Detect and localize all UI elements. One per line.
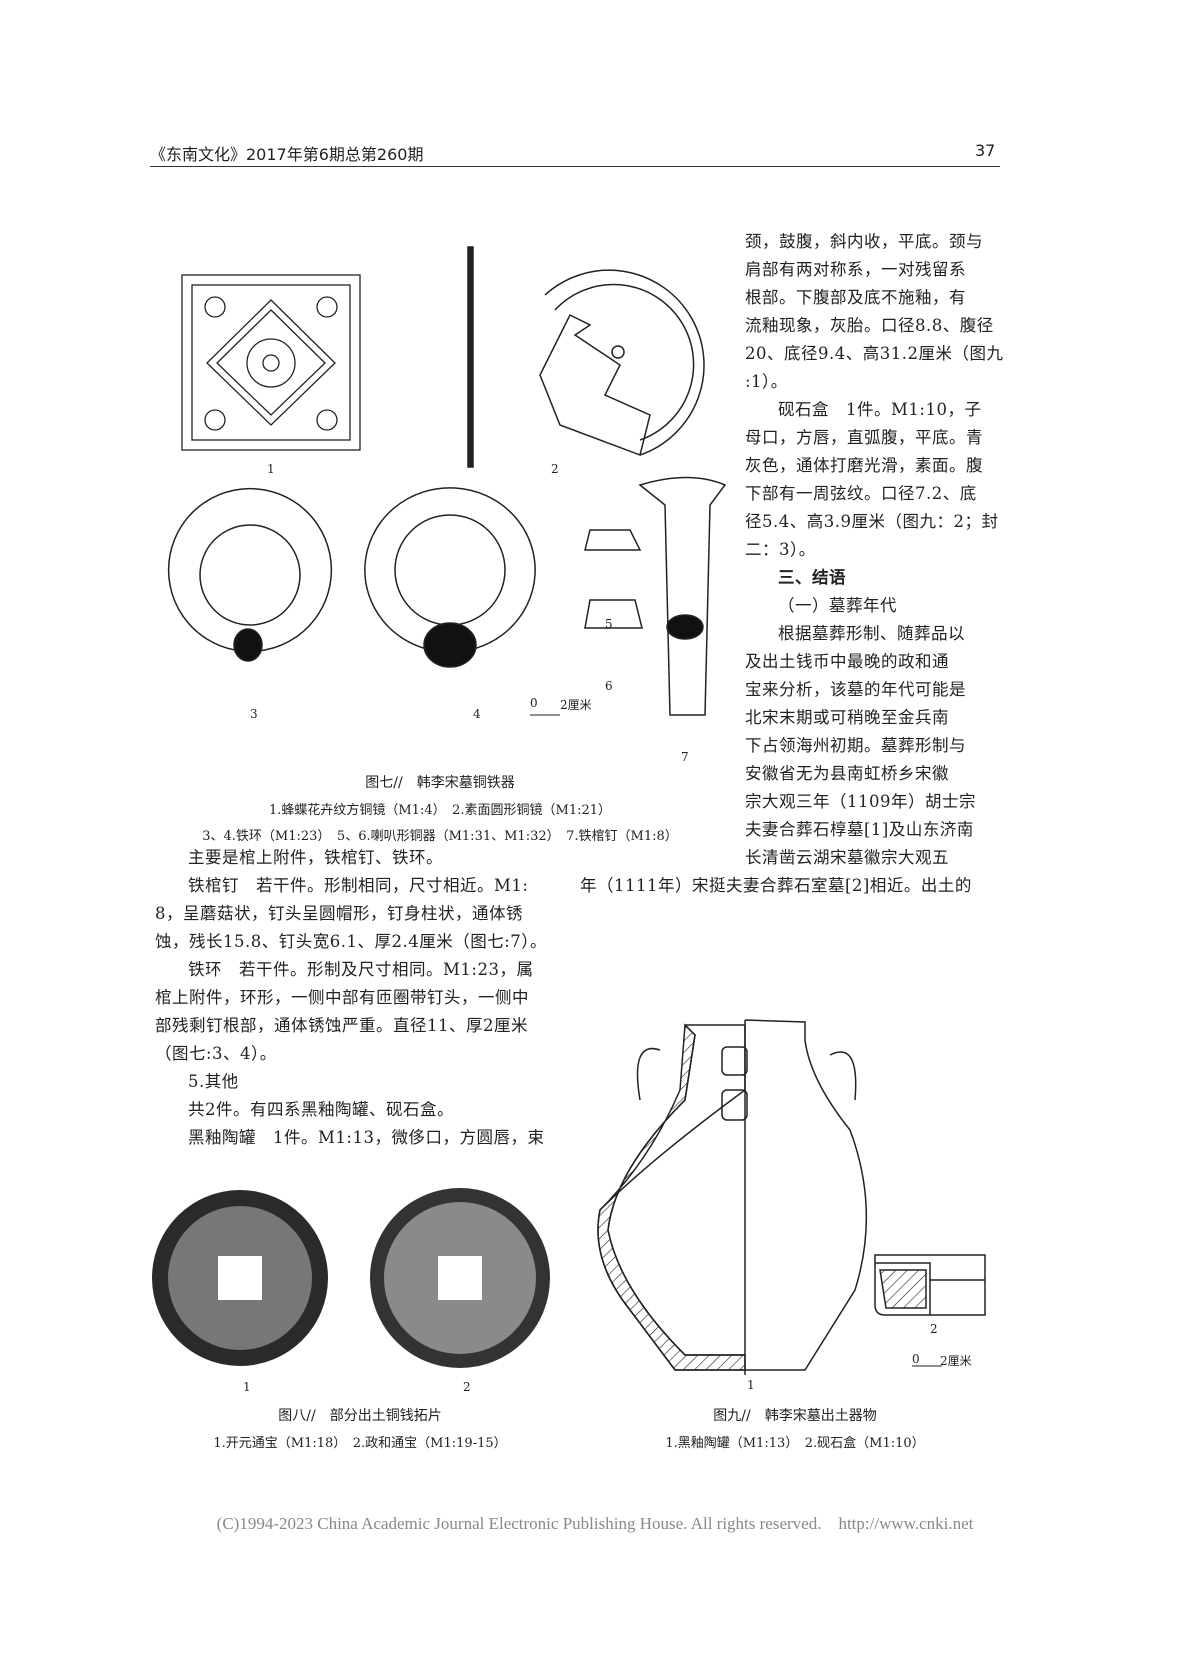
page-number: 37	[975, 141, 996, 160]
header-rule	[150, 166, 1000, 167]
wide-text-line: 年（1111年）宋挺夫妻合葬石室墓[2]相近。出土的	[580, 876, 972, 895]
text-line: 主要是棺上附件，铁棺钉、铁环。	[188, 848, 443, 867]
fig8-label-1: 1	[243, 1380, 251, 1394]
fig8-label-2: 2	[463, 1380, 471, 1394]
text-line: 棺上附件，环形，一侧中部有匝圈带钉头，一侧中	[155, 988, 529, 1007]
coin-zhenghe	[370, 1188, 550, 1368]
fig9-caption-line1: 1.黑釉陶罐（M1:13） 2.砚石盒（M1:10）	[665, 1436, 925, 1451]
text-line: 肩部有两对称系，一对残留系	[745, 260, 966, 279]
fig8-title: 图八// 部分出土铜钱拓片	[278, 1408, 442, 1424]
fig7-drawings	[167, 246, 727, 716]
text-line: 铁棺钉 若干件。形制相同，尺寸相近。M1:	[188, 876, 529, 895]
text-line: 根据墓葬形制、随葬品以	[778, 624, 965, 643]
jar-drawing	[597, 1019, 868, 1375]
text-line: 20、底径9.4、高31.2厘米（图九	[745, 344, 1004, 363]
text-line: :1）。	[745, 372, 788, 391]
fig7-caption-line2: 3、4.铁环（M1:23） 5、6.喇叭形铜器（M1:31、M1:32） 7.铁…	[202, 829, 678, 844]
coin-kaiyuan	[152, 1190, 328, 1366]
text-line: 宗大观三年（1109年）胡士宗	[745, 792, 976, 811]
text-line: 北宋末期或可稍晚至金兵南	[745, 708, 949, 727]
text-line: 8，呈蘑菇状，钉头呈圆帽形，钉身柱状，通体锈	[155, 904, 523, 923]
text-line: 二：3）。	[745, 540, 816, 559]
text-line: 蚀，残长15.8、钉头宽6.1、厚2.4厘米（图七:7）。	[155, 932, 548, 951]
fig9-drawings	[597, 1019, 986, 1375]
text-line: 长清凿云湖宋墓徽宗大观五	[745, 848, 949, 867]
fig7-label-3: 3	[250, 707, 258, 721]
fig7-caption-line1: 1.蜂蝶花卉纹方铜镜（M1:4） 2.素面圆形铜镜（M1:21）	[268, 803, 612, 818]
fig7-scale-zero: 0	[530, 696, 538, 710]
text-line: 流釉现象，灰胎。口径8.8、腹径	[745, 316, 994, 335]
fig9-title: 图九// 韩李宋墓出土器物	[713, 1408, 877, 1424]
text-line: 下占领海州初期。墓葬形制与	[745, 736, 966, 755]
text-line: 母口，方唇，直弧腹，平底。青	[745, 428, 983, 447]
subsection-heading: （一）墓葬年代	[778, 596, 897, 615]
fig7-label-7: 7	[681, 750, 689, 764]
fig7-label-1: 1	[267, 462, 275, 476]
text-line: 安徽省无为县南虹桥乡宋徽	[745, 764, 949, 783]
fig9-scale-zero: 0	[912, 1352, 920, 1366]
text-line: 根部。下腹部及底不施釉，有	[745, 288, 966, 307]
square-mirror-drawing	[181, 274, 361, 451]
text-line: （图七:3、4）。	[155, 1044, 277, 1063]
text-line: 下部有一周弦纹。口径7.2、底	[745, 484, 977, 503]
fig7-label-2: 2	[551, 462, 559, 476]
fig8-coin-rubbings	[152, 1188, 550, 1368]
fig9-label-1: 1	[747, 1378, 755, 1392]
text-line: 颈，鼓腹，斜内收，平底。颈与	[745, 232, 983, 251]
text-line: 宝来分析，该墓的年代可能是	[745, 680, 966, 699]
fig7-label-5: 5	[605, 617, 613, 631]
fig8-caption-line1: 1.开元通宝（M1:18） 2.政和通宝（M1:19-15）	[213, 1436, 507, 1451]
copyright-footer: (C)1994-2023 China Academic Journal Elec…	[216, 1514, 974, 1533]
fig7-label-6: 6	[605, 679, 613, 693]
text-line: 灰色，通体打磨光滑，素面。腹	[745, 456, 983, 475]
text-line: 5.其他	[188, 1072, 239, 1091]
section-heading: 三、结语	[778, 568, 846, 587]
text-line: 铁环 若干件。形制及尺寸相同。M1:23，属	[188, 960, 534, 979]
text-line: 砚石盒 1件。M1:10，子	[778, 400, 982, 419]
fig7-scale-unit: 2厘米	[560, 698, 592, 712]
text-line: 及出土钱币中最晚的政和通	[745, 652, 949, 671]
fig9-scale-unit: 2厘米	[940, 1354, 972, 1368]
text-line: 径5.4、高3.9厘米（图九：2；封	[745, 512, 999, 531]
text-line: 共2件。有四系黑釉陶罐、砚石盒。	[188, 1100, 454, 1119]
fig7-label-4: 4	[473, 707, 481, 721]
left-column-text: 主要是棺上附件，铁棺钉、铁环。 铁棺钉 若干件。形制相同，尺寸相近。M1: 8，…	[155, 844, 547, 1152]
text-line: 部残剩钉根部，通体锈蚀严重。直径11、厚2厘米	[155, 1016, 528, 1035]
inkstone-box-drawing	[874, 1254, 986, 1316]
journal-header: 《东南文化》2017年第6期总第260期	[150, 145, 424, 164]
fig9-label-2: 2	[930, 1322, 938, 1336]
text-line: 黑釉陶罐 1件。M1:13，微侈口，方圆唇，束	[188, 1128, 545, 1147]
iron-ring-drawings	[167, 476, 727, 716]
fig7-title: 图七// 韩李宋墓铜铁器	[365, 775, 515, 791]
text-line: 夫妻合葬石椁墓[1]及山东济南	[745, 820, 974, 839]
right-column-text: 颈，鼓腹，斜内收，平底。颈与 肩部有两对称系，一对残留系 根部。下腹部及底不施釉…	[745, 228, 1003, 872]
round-mirror-drawing	[467, 246, 705, 468]
